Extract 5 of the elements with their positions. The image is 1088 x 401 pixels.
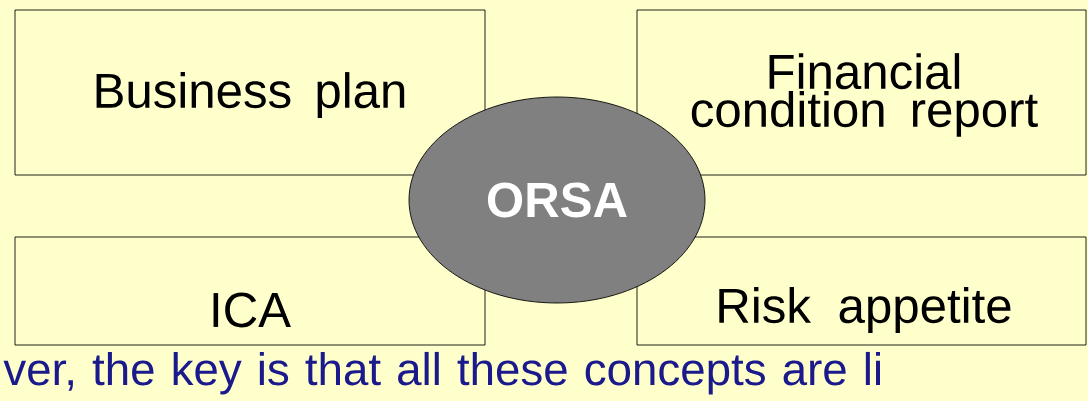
text-box: ICA [14, 236, 486, 346]
text-box: Risk appetite [636, 236, 1087, 346]
text-box: Business plan [14, 9, 486, 176]
sentence: ver, the key is that all these concepts are li [3, 351, 880, 395]
text-box: Financial condition report [636, 9, 1087, 176]
